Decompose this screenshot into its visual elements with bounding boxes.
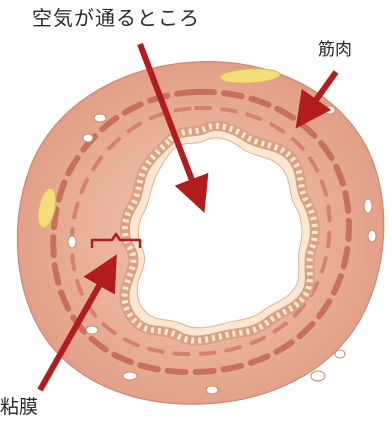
- airway-label: 空気が通るところ: [32, 8, 200, 28]
- mucosa-label: 粘膜: [0, 398, 38, 417]
- airway-lumen: [137, 138, 302, 328]
- muscle-label: 筋肉: [318, 42, 352, 59]
